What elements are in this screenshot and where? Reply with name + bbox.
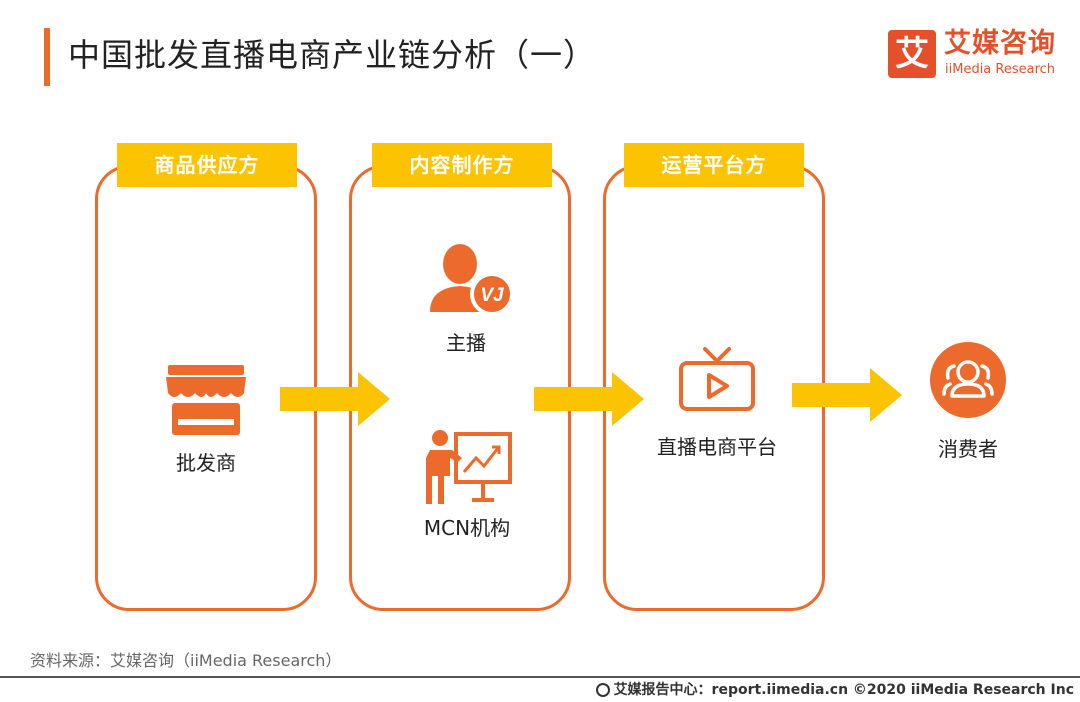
node-consumer: 消费者 [938,437,998,461]
tv-play-icon [679,347,755,411]
brand-logo: 艾 艾媒咨询 iiMedia Research [888,28,1068,82]
store-icon [166,365,246,435]
right-arrow-icon [792,368,902,422]
anchor-person-icon: VJ [430,244,514,316]
logo-name-cn: 艾媒咨询 [944,28,1056,59]
logo-name-en: iiMedia Research [945,62,1056,77]
stage-label-platform: 运营平台方 [624,143,804,187]
svg-text:VJ: VJ [480,285,504,306]
page-title: 中国批发直播电商产业链分析（一） [68,36,597,74]
node-mcn: MCN机构 [423,516,511,540]
logo-mark-icon: 艾 [888,30,936,78]
presenter-chart-icon [426,430,512,504]
stage-label-content: 内容制作方 [372,143,552,187]
footer-text: 艾媒报告中心：report.iimedia.cn ©2020 iiMedia R… [613,682,1074,698]
stage-label-supplier: 商品供应方 [117,143,297,187]
right-arrow-icon [534,372,644,426]
node-anchor: 主播 [446,331,486,355]
source-note: 资料来源：艾媒咨询（iiMedia Research） [30,651,342,670]
node-live-platform: 直播电商平台 [657,435,777,459]
right-arrow-icon [280,372,390,426]
title-accent-bar [44,28,50,86]
footer-credit: 艾媒报告中心：report.iimedia.cn ©2020 iiMedia R… [595,680,1074,700]
footer-divider [0,676,1080,678]
consumers-icon [930,342,1006,418]
node-wholesaler: 批发商 [176,451,236,475]
globe-icon [595,683,610,697]
